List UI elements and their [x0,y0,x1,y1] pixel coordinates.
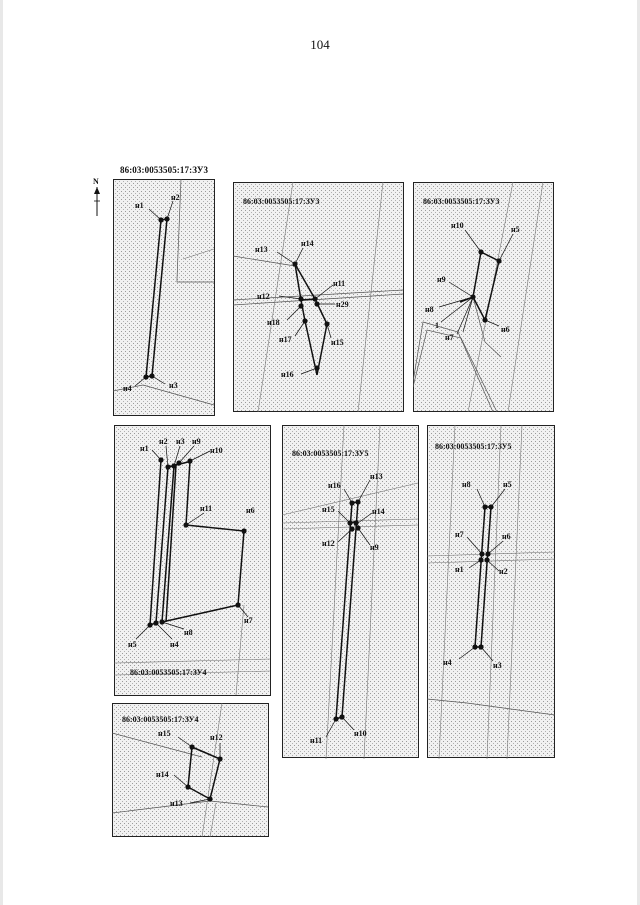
panel-4-title: 86:03:0053505:17:ЗУ4 [130,668,207,677]
point-label: н14 [372,507,385,516]
point-label: н11 [310,736,322,745]
panel-6-title: 86:03:0053505:17:ЗУ5 [435,442,512,451]
point-label: н7 [445,333,454,342]
point-label: н9 [192,437,201,446]
point-label: н15 [322,505,335,514]
point-label: н4 [170,640,179,649]
page-edge-right [637,0,640,905]
north-arrow-label: N [93,177,99,186]
point-label: н29 [336,300,349,309]
page-number: 104 [310,37,330,52]
diagram-panel-7: 86:03:0053505:17:ЗУ4 н15 н12 н14 н13 [112,703,269,838]
point-label: н1 [135,201,144,210]
point-label: н1 [140,444,149,453]
point-label: н2 [499,567,508,576]
diagram-panel-4: н1 н2 н3 н9 н10 н11 н6 н7 н5 н8 н4 86:03… [114,425,271,696]
point-label: н5 [128,640,137,649]
point-label: н2 [159,437,168,446]
point-label: н3 [169,381,178,390]
point-label: н8 [184,628,193,637]
point-label: н3 [493,661,502,670]
point-label: н2 [171,193,180,202]
point-label: н15 [331,338,344,347]
point-label: н17 [279,335,292,344]
diagram-panel-1: н1 н2 н3 н4 [113,179,215,416]
point-label: н8 [425,305,434,314]
point-label: н11 [200,504,212,513]
point-label: н5 [503,480,512,489]
point-label: н7 [244,616,253,625]
diagram-panel-3: 86:03:0053505:17:ЗУ3 н10 н5 н9 н8 1 н7 н… [413,182,554,413]
point-label: н12 [322,539,335,548]
north-arrow-icon: N [93,177,100,216]
point-label: н14 [156,770,169,779]
point-label: н13 [170,799,183,808]
point-label: н11 [333,279,345,288]
point-label: н10 [210,446,223,455]
point-label: н3 [176,437,185,446]
point-label: н9 [370,543,379,552]
point-label: н12 [210,733,223,742]
diagram-panel-5: 86:03:0053505:17:ЗУ5 н16 н13 н15 н14 н12… [282,425,419,759]
page-edge-left [0,0,3,905]
diagram-panel-2: 86:03:0053505:17:ЗУ3 н11 н12 н13 н14 н15… [233,182,404,413]
point-label: н18 [267,318,280,327]
panel-3-title: 86:03:0053505:17:ЗУ3 [423,197,500,206]
point-label: н5 [511,225,520,234]
point-label: н10 [451,221,464,230]
point-label: н14 [301,239,314,248]
point-label: н8 [462,480,471,489]
point-label: н12 [257,292,270,301]
point-label: н9 [437,275,446,284]
point-label: 1 [435,321,439,330]
point-label: н7 [455,530,464,539]
point-label: н10 [354,729,367,738]
panel-1-title: 86:03:0053505:17:ЗУ3 [120,165,209,175]
point-label: н6 [246,506,255,515]
panel-2-title: 86:03:0053505:17:ЗУ3 [243,197,320,206]
point-label: н4 [123,384,132,393]
panel-7-title: 86:03:0053505:17:ЗУ4 [122,715,199,724]
panel-5-title: 86:03:0053505:17:ЗУ5 [292,449,369,458]
point-label: н6 [502,532,511,541]
point-label: н13 [370,472,383,481]
point-label: н16 [328,481,341,490]
point-label: н1 [455,565,464,574]
point-label: н16 [281,370,294,379]
diagram-panel-6: 86:03:0053505:17:ЗУ5 н8 н5 н7 н6 н1 н2 н… [427,425,556,759]
point-label: н13 [255,245,268,254]
point-label: н6 [501,325,510,334]
point-label: н15 [158,729,171,738]
point-label: н4 [443,658,452,667]
